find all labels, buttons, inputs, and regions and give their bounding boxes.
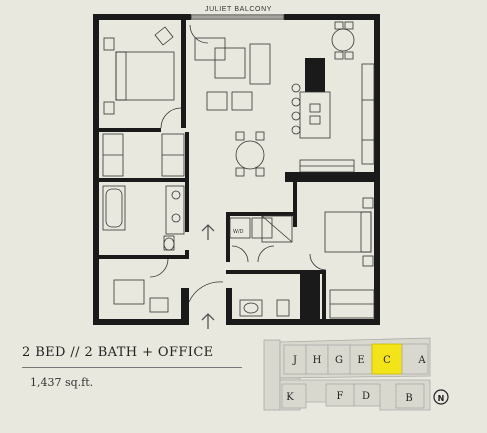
unit-label-a: A: [417, 355, 426, 366]
unit-label-j: J: [292, 355, 297, 366]
unit-label-f: F: [337, 391, 344, 402]
unit-label-k: K: [286, 392, 294, 403]
interior-walls: [99, 20, 380, 325]
entry-arrows: [201, 224, 215, 329]
unit-k[interactable]: [281, 383, 307, 409]
bedroom-2: [309, 197, 375, 319]
unit-label-e: E: [357, 355, 364, 366]
office: [113, 258, 169, 313]
living-area: [189, 21, 355, 177]
divider: [22, 367, 242, 368]
kitchen: [291, 63, 375, 173]
unit-c-highlighted[interactable]: [371, 343, 403, 375]
closets: [102, 133, 185, 177]
north-compass-icon: N: [433, 389, 449, 405]
svg-text:N: N: [438, 394, 445, 403]
balcony-label: JULIET BALCONY: [205, 6, 273, 13]
exterior-walls: [93, 14, 380, 325]
bathroom-1: [102, 185, 185, 251]
unit-area: 1,437 sq.ft.: [30, 376, 94, 389]
unit-type-title: 2 BED // 2 BATH + OFFICE: [22, 345, 214, 360]
unit-label-d: D: [362, 391, 370, 402]
laundry-bath-2: [229, 215, 293, 317]
unit-label-g: G: [335, 355, 343, 366]
unit-label-b: B: [405, 393, 412, 404]
unit-label-c: C: [383, 355, 391, 366]
unit-b[interactable]: [395, 383, 425, 409]
bedroom-1: [103, 26, 182, 129]
unit-label-h: H: [313, 355, 322, 366]
unit-d[interactable]: [353, 383, 381, 407]
unit-a[interactable]: [401, 343, 429, 375]
